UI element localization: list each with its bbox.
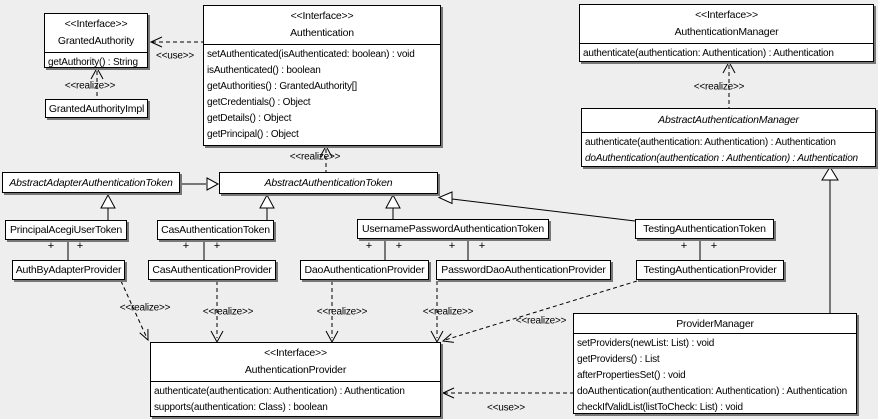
class-box-abstract-adapter-authentication-token[interactable]: AbstractAdapterAuthenticationToken [2,172,180,193]
association-plus-marker: + [448,240,456,252]
association-plus-marker: + [680,240,688,252]
realize-edge-testing-provider [444,280,638,341]
realize-stereotype-label: <<realize>> [119,302,171,314]
generalization-adapter-token-to-abstract-token [179,177,220,191]
method-label: getCredentials() : Object [207,97,311,108]
method-label: doAuthentication(authentication: Authent… [577,386,847,397]
class-name: GrantedAuthorityImpl [48,102,145,115]
method-label: isAuthenticated() : boolean [207,65,321,76]
class-name: Authentication [290,27,354,39]
class-name: UsernamePasswordAuthenticationToken [361,223,545,235]
realize-arrowhead-authentication [319,144,333,158]
method-label: getAuthorities() : GrantedAuthority[] [207,81,357,92]
realize-arrowhead-provider-5 [441,333,454,343]
realize-arrowhead-authenticationmanager [722,60,736,74]
method-label: authenticate(authentication: Authenticat… [585,137,836,148]
use-stereotype-label: <<use>> [486,402,526,414]
class-box-authbyadapter-provider[interactable]: AuthByAdapterProvider [12,260,125,280]
class-name: ProviderManager [676,318,754,330]
class-name: GrantedAuthority [57,35,135,47]
class-name: AuthByAdapterProvider [15,264,122,276]
method-label: doAuthentication(authentication : Authen… [585,153,858,164]
generalization-providermanager-to-abstract-authentication-manager [821,166,839,313]
generalization-cas-token-to-abstract-token [259,193,275,220]
method-label: supports(authentication: Class) : boolea… [154,402,328,413]
class-box-usernamepassword-authentication-token[interactable]: UsernamePasswordAuthenticationToken [357,219,549,239]
class-name: AbstractAuthenticationManager [658,114,799,126]
generalization-usernamepassword-token-to-abstract-token [385,193,401,220]
class-box-grantedauthority[interactable]: <<Interface>> GrantedAuthority getAuthor… [44,13,148,68]
method-label: getProviders() : List [577,354,660,365]
method-label: checkIfValidList(listToCheck: List) : vo… [577,402,743,413]
generalization-principal-token-to-adapter-token [100,193,116,220]
association-plus-marker: + [76,240,84,252]
association-plus-marker: + [478,240,486,252]
use-stereotype-label: <<use>> [155,50,195,62]
realize-stereotype-label: <<realize>> [693,81,745,93]
class-name: AuthenticationManager [674,26,779,38]
association-plus-marker: + [365,240,373,252]
stereotype-label: <<Interface>> [695,9,758,21]
class-box-abstract-authenticationmanager[interactable]: AbstractAuthenticationManager authentica… [581,108,876,167]
stereotype-label: <<Interface>> [64,18,128,30]
stereotype-label: <<Interface>> [290,10,354,22]
class-name: DaoAuthenticationProvider [304,264,425,276]
method-label: getAuthority() : String [48,57,138,68]
class-name: TestingAuthenticationProvider [643,264,777,276]
realize-stereotype-label: <<realize>> [289,151,341,163]
class-box-abstract-authentication-token[interactable]: AbstractAuthenticationToken [219,172,438,194]
association-plus-marker: + [710,240,718,252]
use-arrowhead-authenticationprovider [441,387,455,399]
class-box-providermanager[interactable]: ProviderManager setProviders(newList: Li… [573,313,857,414]
realize-stereotype-label: <<realize>> [515,315,567,327]
class-name: TestingAuthenticationToken [643,223,766,235]
class-name: CasAuthenticationProvider [152,264,272,276]
generalization-testing-token-to-abstract-token [437,191,636,222]
class-box-authenticationprovider[interactable]: <<Interface>> AuthenticationProvider aut… [150,342,441,417]
class-name: CasAuthenticationToken [161,224,270,236]
association-plus-marker: + [182,240,190,252]
association-plus-marker: + [47,240,55,252]
class-name: PrincipalAcegiUserToken [9,224,123,236]
class-box-cas-authentication-token[interactable]: CasAuthenticationToken [157,220,274,240]
class-name: AbstractAdapterAuthenticationToken [9,176,173,189]
realize-stereotype-label: <<realize>> [202,306,254,318]
method-label: setAuthenticated(isAuthenticated: boolea… [207,49,415,60]
class-box-testing-authentication-provider[interactable]: TestingAuthenticationProvider [636,260,784,280]
method-label: getDetails() : Object [207,113,292,124]
realize-stereotype-label: <<realize>> [316,306,368,318]
class-box-testing-authentication-token[interactable]: TestingAuthenticationToken [635,219,774,239]
realize-edge-authbyadapter-provider [120,280,147,337]
method-label: authenticate(authentication: Authenticat… [154,386,405,397]
class-name: PasswordDaoAuthenticationProvider [441,264,606,276]
use-arrowhead-grantedauthority [149,36,163,48]
class-box-dao-authentication-provider[interactable]: DaoAuthenticationProvider [300,260,429,280]
class-box-authenticationmanager[interactable]: <<Interface>> AuthenticationManager auth… [579,4,874,62]
class-box-passworddao-authentication-provider[interactable]: PasswordDaoAuthenticationProvider [436,260,611,280]
realize-stereotype-label: <<realize>> [422,306,474,318]
association-plus-marker: + [213,240,221,252]
class-box-principal-acegi-user-token[interactable]: PrincipalAcegiUserToken [5,220,127,240]
realize-arrowhead-grantedauthority [90,66,104,80]
association-plus-marker: + [395,240,403,252]
method-label: getPrincipal() : Object [207,129,299,140]
method-label: authenticate(authentication: Authenticat… [583,48,834,59]
class-box-grantedauthorityimpl[interactable]: GrantedAuthorityImpl [45,99,148,118]
class-box-cas-authentication-provider[interactable]: CasAuthenticationProvider [148,260,276,280]
class-name: AbstractAuthenticationToken [264,177,393,189]
stereotype-label: <<Interface>> [264,347,327,359]
realize-stereotype-label: <<realize>> [64,80,116,92]
class-box-authentication[interactable]: <<Interface>> Authentication setAuthenti… [203,5,441,146]
class-name: AuthenticationProvider [244,364,347,376]
method-label: setProviders(newList: List) : void [577,338,715,349]
realize-arrowhead-provider-1 [139,328,149,342]
method-label: afterPropertiesSet() : void [577,370,686,381]
